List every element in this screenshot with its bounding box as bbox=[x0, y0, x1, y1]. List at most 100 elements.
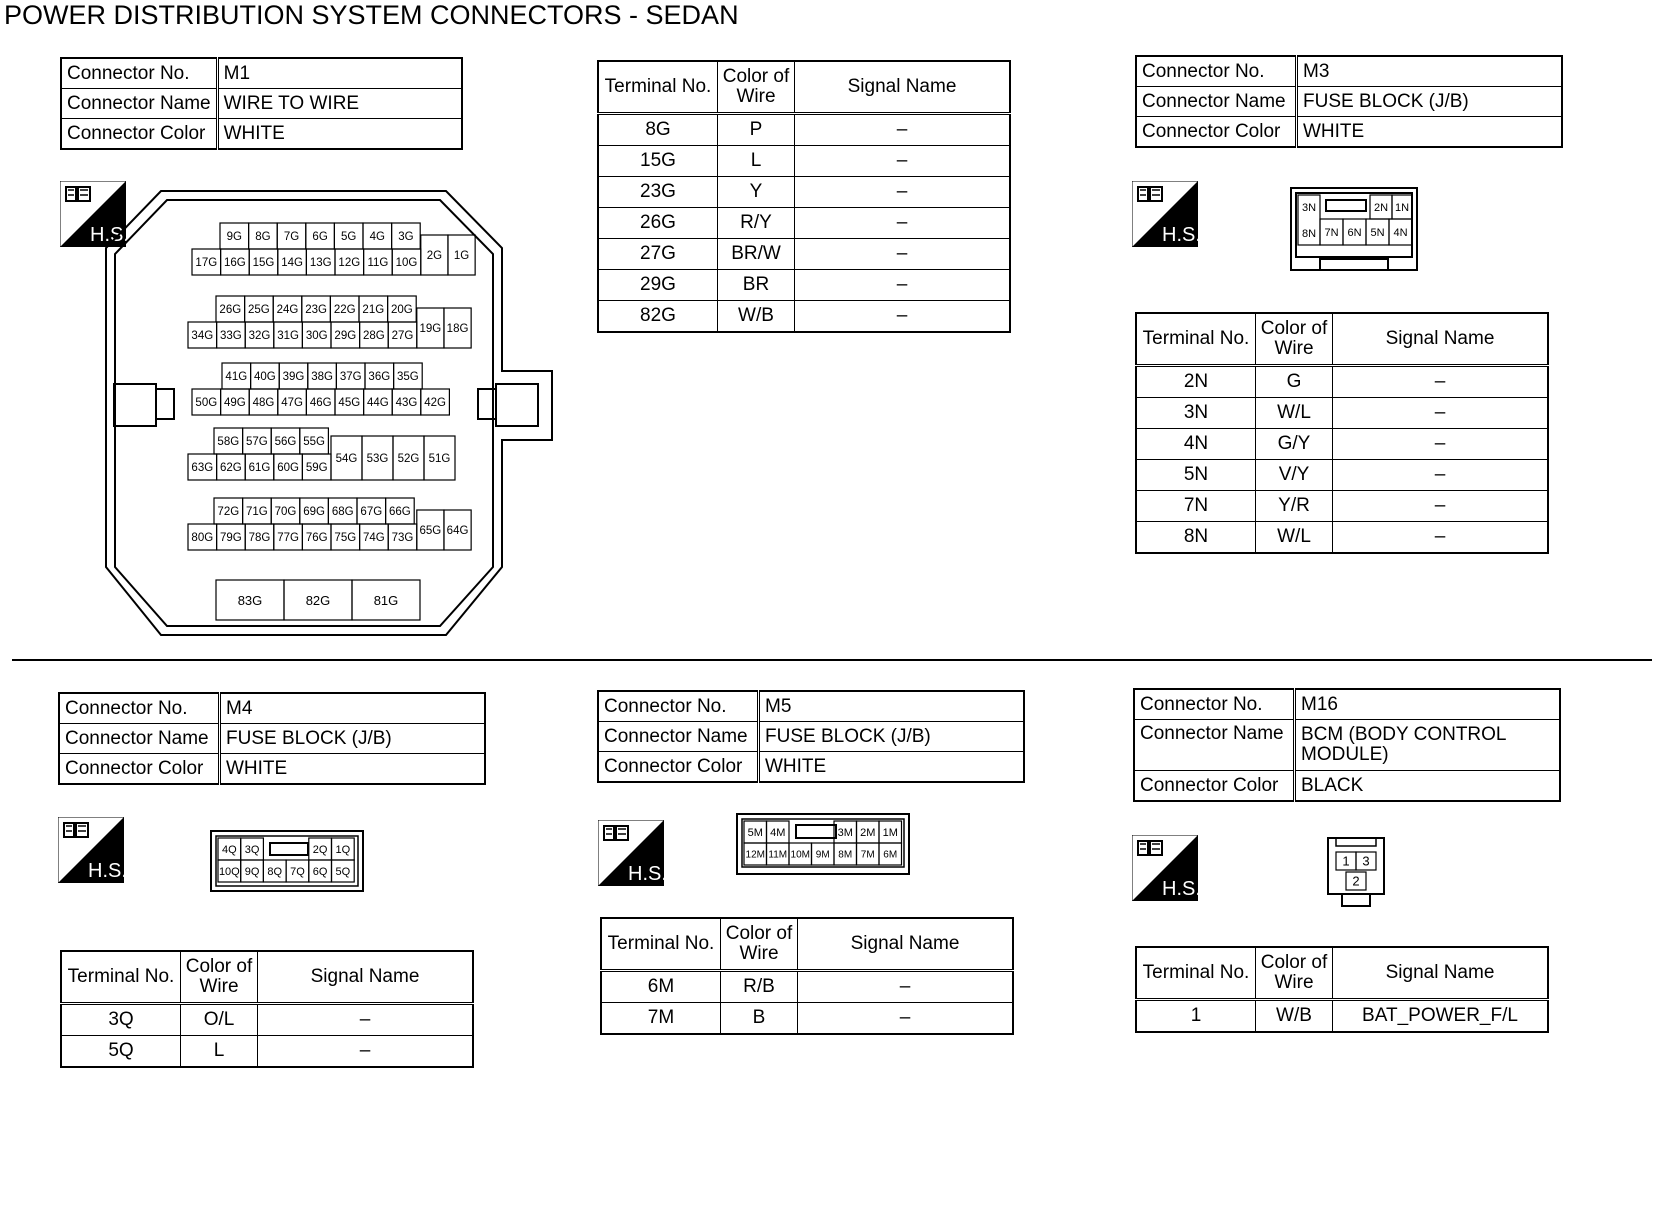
terminal-label: 9Q bbox=[245, 866, 260, 878]
lock-tab bbox=[795, 824, 837, 839]
terminal-label: 30G bbox=[306, 330, 328, 342]
signal-name-cell: – bbox=[1332, 490, 1549, 522]
terminal-label: 37G bbox=[340, 371, 362, 383]
terminal-label: 59G bbox=[306, 462, 328, 474]
signal-name-cell: – bbox=[797, 1002, 1014, 1035]
terminal-no-cell: 4N bbox=[1135, 428, 1256, 460]
terminal-label: 19G bbox=[420, 323, 442, 335]
harness-side-icon: H.S. bbox=[1132, 181, 1198, 247]
terminal-label: 49G bbox=[224, 397, 246, 409]
terminal-label: 11M bbox=[768, 850, 787, 861]
terminal-cavity bbox=[443, 509, 472, 551]
connector-name-label: Connector Name bbox=[1135, 86, 1298, 117]
terminal-label: 2M bbox=[860, 827, 875, 839]
terminal-label: 8G bbox=[255, 231, 270, 243]
connector-no-label: Connector No. bbox=[58, 692, 221, 724]
terminal-label: 22G bbox=[334, 304, 356, 316]
terminal-label: 9G bbox=[227, 231, 242, 243]
terminal-label: 44G bbox=[367, 397, 389, 409]
wire-color-cell: B bbox=[720, 1002, 798, 1035]
terminal-no-header: Terminal No. bbox=[1135, 946, 1256, 1001]
terminal-label: 3M bbox=[838, 827, 853, 839]
harness-side-icon: H.S. bbox=[598, 820, 664, 886]
terminal-cavity bbox=[423, 435, 456, 481]
terminal-no-cell: 7N bbox=[1135, 490, 1256, 522]
terminal-label: 7Q bbox=[290, 866, 305, 878]
terminal-label: 8Q bbox=[267, 866, 282, 878]
terminal-label: 39G bbox=[283, 371, 305, 383]
connector-color-value: BLACK bbox=[1294, 770, 1561, 802]
connector-no-value: M3 bbox=[1296, 55, 1563, 87]
terminal-label: 6G bbox=[312, 231, 327, 243]
wire-color-cell: BR bbox=[717, 269, 795, 301]
terminal-label: 1M bbox=[883, 827, 898, 839]
signal-name-header: Signal Name bbox=[1332, 946, 1549, 1001]
terminal-label: 75G bbox=[334, 532, 356, 544]
terminal-label: 5G bbox=[341, 231, 356, 243]
wire-color-cell: BR/W bbox=[717, 238, 795, 270]
signal-name-cell: – bbox=[1332, 397, 1549, 429]
terminal-label: 48G bbox=[253, 397, 275, 409]
terminal-cavity bbox=[330, 859, 355, 883]
terminal-label: 68G bbox=[332, 506, 354, 518]
terminal-label: 67G bbox=[360, 506, 382, 518]
terminal-label: 77G bbox=[277, 532, 299, 544]
terminal-label: 1Q bbox=[336, 844, 351, 856]
terminal-label: 62G bbox=[220, 462, 242, 474]
signal-name-cell: – bbox=[797, 970, 1014, 1003]
terminal-label: 65G bbox=[420, 525, 442, 537]
terminal-cavity bbox=[351, 579, 421, 621]
terminal-label: 25G bbox=[248, 304, 270, 316]
terminal-label: 81G bbox=[374, 593, 399, 608]
terminal-label: 29G bbox=[334, 330, 356, 342]
terminal-label: 14G bbox=[281, 257, 303, 269]
terminal-label: 26G bbox=[219, 304, 241, 316]
terminal-label: 34G bbox=[191, 330, 213, 342]
terminal-no-header: Terminal No. bbox=[60, 950, 181, 1005]
terminal-label: 66G bbox=[389, 506, 411, 518]
terminal-label: 60G bbox=[277, 462, 299, 474]
terminal-label: 72G bbox=[217, 506, 239, 518]
connector-name-value: WIRE TO WIRE bbox=[216, 88, 463, 119]
terminal-cavity bbox=[1345, 871, 1367, 891]
terminal-no-cell: 8G bbox=[597, 113, 718, 146]
terminal-label: 46G bbox=[310, 397, 332, 409]
terminal-label: 41G bbox=[225, 371, 247, 383]
terminal-label: 18G bbox=[447, 323, 469, 335]
connector-color-value: WHITE bbox=[216, 118, 463, 150]
terminal-label: 78G bbox=[249, 532, 271, 544]
section-divider bbox=[12, 659, 1652, 661]
connector-no-label: Connector No. bbox=[597, 690, 760, 722]
hs-label: H.S. bbox=[1162, 878, 1198, 900]
connector-no-label: Connector No. bbox=[1133, 688, 1296, 720]
terminal-label: 7G bbox=[284, 231, 299, 243]
terminal-label: 11G bbox=[367, 257, 388, 269]
terminal-label: 23G bbox=[305, 304, 327, 316]
terminal-label: 4G bbox=[370, 231, 385, 243]
terminal-label: 50G bbox=[195, 397, 217, 409]
terminal-label: 7M bbox=[861, 850, 875, 861]
lock-tab bbox=[269, 842, 309, 856]
connector-no-label: Connector No. bbox=[60, 57, 219, 89]
terminal-label: 58G bbox=[217, 436, 239, 448]
terminal-label: 10G bbox=[396, 257, 418, 269]
terminal-no-cell: 27G bbox=[597, 238, 718, 270]
terminal-label: 1 bbox=[1342, 854, 1349, 869]
terminal-cavity bbox=[447, 234, 476, 276]
signal-name-header: Signal Name bbox=[797, 917, 1014, 972]
terminal-label: 70G bbox=[275, 506, 297, 518]
terminal-label: 4M bbox=[770, 827, 785, 839]
